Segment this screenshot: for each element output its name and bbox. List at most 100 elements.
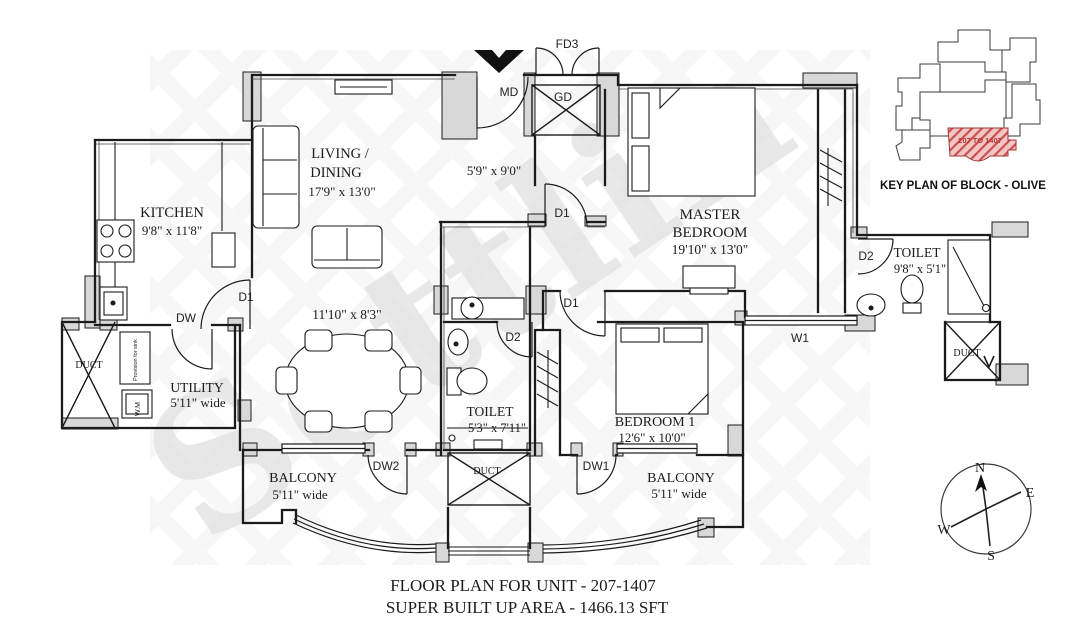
compass-north-arrow-icon bbox=[975, 474, 987, 492]
sofa-three-seater bbox=[252, 125, 300, 229]
living-label-1: LIVING / bbox=[311, 146, 370, 162]
duct-right-label: DUCT bbox=[953, 348, 980, 359]
master-bedroom-dims: 19'10" x 13'0" bbox=[672, 242, 749, 257]
master-toilet-wc bbox=[900, 274, 924, 314]
bedroom1-wardrobe-hatch bbox=[536, 350, 559, 408]
key-plan-unit-right bbox=[1003, 83, 1041, 137]
compass: N E S W bbox=[937, 461, 1034, 564]
ducts bbox=[61, 84, 1001, 556]
door-d2-master-toilet bbox=[857, 238, 894, 275]
d2-common-label: D2 bbox=[505, 330, 521, 344]
master-bedroom-label-2: BEDROOM bbox=[672, 225, 747, 241]
bedroom1-dims: 12'6" x 10'0" bbox=[618, 430, 685, 445]
master-bedroom-label-1: MASTER bbox=[680, 207, 741, 223]
common-toilet-wc bbox=[446, 367, 488, 396]
master-wardrobe-hatch bbox=[819, 148, 843, 206]
duct-left-label: DUCT bbox=[75, 360, 102, 371]
footer-line2: SUPER BUILT UP AREA - 1466.13 SFT bbox=[386, 598, 669, 617]
living-dims: 17'9" x 13'0" bbox=[308, 184, 375, 199]
kitchen-dims: 9'8" x 11'8" bbox=[142, 223, 202, 238]
duct-right-shaft bbox=[944, 321, 1001, 381]
kitchen-label: KITCHEN bbox=[140, 205, 204, 221]
window-balcony-left bbox=[281, 443, 366, 454]
door-dw2-balcony-left bbox=[367, 454, 408, 495]
door-d1-bedroom1 bbox=[559, 290, 606, 337]
key-plan-unit-topleft bbox=[937, 29, 1003, 73]
duct-mid-label: DUCT bbox=[473, 466, 500, 477]
room-labels: KITCHEN 9'8" x 11'8" LIVING / DINING 17'… bbox=[75, 146, 980, 502]
md-label: MD bbox=[500, 85, 519, 99]
duct-mid-shaft bbox=[447, 452, 531, 506]
key-plan: 207 TO 1407 KEY PLAN OF BLOCK - OLIVE bbox=[880, 29, 1046, 192]
door-md bbox=[476, 76, 529, 129]
common-toilet-dims: 5'3" x 7'11" bbox=[468, 421, 526, 435]
d1-kitchen-label: D1 bbox=[238, 290, 254, 304]
lift-gd-shaft bbox=[531, 84, 601, 136]
master-toilet-shower bbox=[947, 239, 991, 315]
w1-label: W1 bbox=[791, 331, 809, 345]
dw2-label: DW2 bbox=[373, 459, 400, 473]
balcony-right-label: BALCONY bbox=[647, 471, 715, 486]
living-label-2: DINING bbox=[310, 165, 362, 181]
bedroom1-label: BEDROOM 1 bbox=[615, 415, 696, 430]
master-dresser bbox=[682, 265, 736, 295]
door-d1-kitchen bbox=[200, 279, 251, 330]
walls bbox=[60, 73, 1002, 550]
fd3-label: FD3 bbox=[556, 37, 579, 51]
utility-label: UTILITY bbox=[170, 380, 223, 395]
common-toilet-label: TOILET bbox=[467, 404, 515, 419]
utility-sink-provision bbox=[119, 331, 151, 385]
kitchen-sink bbox=[99, 286, 128, 321]
dining-chairs bbox=[275, 329, 422, 433]
footer-line1: FLOOR PLAN FOR UNIT - 207-1407 bbox=[390, 576, 656, 595]
door-d1-master bbox=[544, 183, 588, 227]
compass-north: N bbox=[975, 461, 985, 476]
footer-title: FLOOR PLAN FOR UNIT - 207-1407 SUPER BUI… bbox=[386, 576, 669, 617]
furniture bbox=[96, 79, 991, 450]
wm-label: W.M bbox=[135, 402, 142, 416]
common-toilet-basin bbox=[447, 328, 469, 356]
balcony-left-dims: 5'11" wide bbox=[272, 487, 327, 502]
doors bbox=[171, 47, 894, 495]
d2-master-label: D2 bbox=[858, 249, 874, 263]
foyer-dims: 5'9" x 9'0" bbox=[467, 163, 521, 178]
duct-left-shaft bbox=[61, 321, 116, 429]
provision-for-sink-label: Provision for sink bbox=[133, 339, 139, 381]
key-plan-highlight-unit bbox=[947, 127, 1017, 162]
compass-east: E bbox=[1026, 486, 1035, 501]
d1-bedroom1-label: D1 bbox=[563, 296, 579, 310]
master-toilet-basin bbox=[856, 293, 886, 317]
master-toilet-dims: 9'8" x 5'1" bbox=[894, 262, 946, 276]
door-fd3-right bbox=[571, 47, 600, 76]
common-toilet-shower bbox=[447, 427, 528, 450]
balcony-right-dims: 5'11" wide bbox=[651, 486, 706, 501]
dining-dims: 11'10" x 8'3" bbox=[312, 307, 381, 322]
door-dw1-balcony-right bbox=[576, 454, 617, 495]
window-bedroom1 bbox=[616, 443, 698, 454]
gd-label: GD bbox=[554, 90, 572, 104]
window-w1 bbox=[744, 315, 858, 326]
sofa-two-seater bbox=[311, 225, 383, 269]
tv-unit bbox=[334, 79, 393, 95]
dw1-label: DW1 bbox=[583, 459, 610, 473]
master-bed bbox=[627, 87, 756, 197]
door-dw-utility bbox=[171, 328, 213, 370]
key-plan-caption: KEY PLAN OF BLOCK - OLIVE bbox=[880, 180, 1046, 192]
windows bbox=[281, 315, 858, 454]
balcony-left-label: BALCONY bbox=[269, 471, 337, 486]
door-fd3-left bbox=[535, 47, 564, 76]
vanity-basin bbox=[451, 296, 525, 320]
key-plan-unit-bottomleft bbox=[895, 129, 931, 161]
dw-label: DW bbox=[176, 311, 197, 325]
compass-west: W bbox=[937, 523, 951, 538]
key-plan-unit-range: 207 TO 1407 bbox=[958, 136, 1002, 145]
door-labels: MD GD FD3 D1 D1 D1 D2 D2 DW DW1 DW2 W1 W… bbox=[133, 37, 874, 473]
balcony-railings bbox=[292, 514, 708, 554]
utility-washing-machine bbox=[121, 389, 153, 419]
key-plan-unit-topright bbox=[1001, 37, 1037, 83]
d1-master-label: D1 bbox=[554, 206, 570, 220]
door-d2-common-toilet bbox=[496, 321, 533, 358]
utility-dims: 5'11" wide bbox=[170, 395, 225, 410]
